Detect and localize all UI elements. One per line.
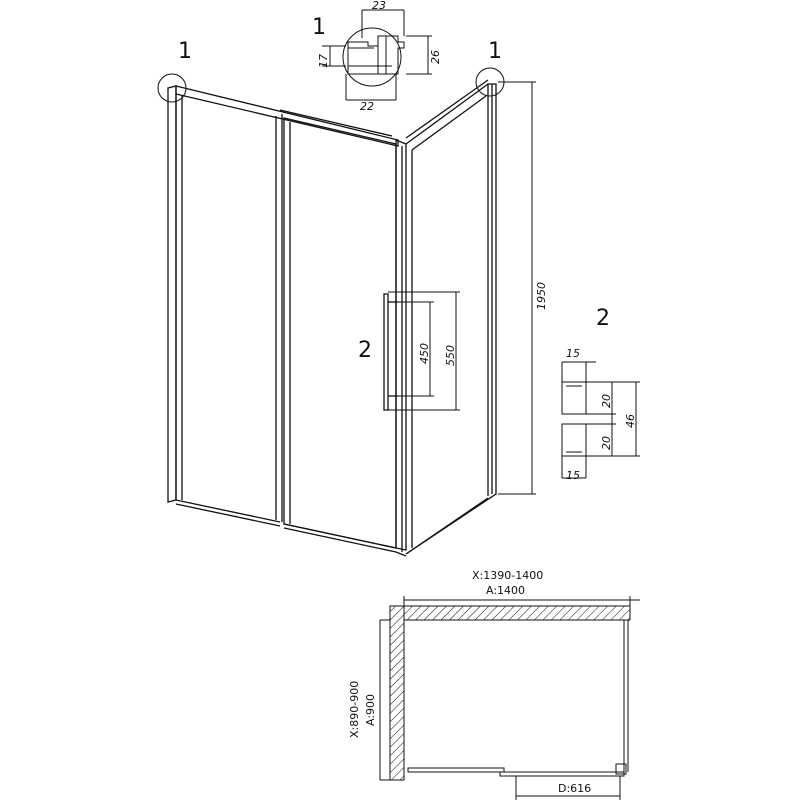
callout-handle-detail: 2: [596, 306, 610, 331]
plan-sliding-door: [499, 771, 625, 777]
plan-depth-a: A:900: [364, 694, 377, 726]
handle-dimensions: [388, 291, 460, 411]
profile-height-right: 26: [429, 50, 442, 64]
profile-detail-circle: [342, 27, 402, 87]
enclosure-3d-view: [167, 79, 497, 557]
handle-detail: [561, 361, 640, 479]
handle-detail-bottom-width: 15: [566, 469, 580, 482]
callout-handle-door: 2: [358, 338, 372, 363]
profile-width-bottom: 22: [360, 100, 374, 113]
side-panel: [405, 83, 497, 555]
height-dimension: [498, 81, 536, 495]
handle-outer-dimension: 550: [444, 345, 457, 366]
corner-detail-circle-left: [157, 73, 187, 103]
handle-detail-total: 46: [624, 414, 637, 428]
profile-cross-section: [347, 35, 405, 75]
handle-inner-dimension: 450: [418, 343, 431, 364]
plan-back-wall: [403, 605, 631, 621]
profile-width-top: 23: [372, 0, 386, 12]
handle-detail-top-block: [561, 381, 587, 415]
plan-door-width: D:616: [558, 782, 591, 795]
plan-fixed-glass: [407, 767, 505, 773]
callout-corner-left: 1: [178, 39, 192, 64]
handle-detail-part-b: 20: [600, 436, 613, 450]
callout-corner-right: 1: [488, 39, 502, 64]
floor-plan: [379, 596, 640, 800]
plan-width-a: A:1400: [486, 584, 525, 597]
plan-depth-range: X:890-900: [348, 681, 361, 738]
sliding-door-panel: [283, 117, 397, 549]
handle-detail-part-a: 20: [600, 394, 613, 408]
front-top-rail: [175, 85, 399, 147]
handle-detail-bottom-block: [561, 423, 587, 457]
door-handle: [383, 293, 389, 411]
corner-post: [395, 139, 407, 551]
profile-height-left: 17: [317, 54, 330, 68]
plan-side-wall: [389, 605, 405, 781]
handle-detail-top-width: 15: [566, 347, 580, 360]
profile-detail: [322, 9, 432, 101]
plan-width-range: X:1390-1400: [472, 569, 543, 582]
height-dimension-label: 1950: [535, 282, 548, 310]
callout-profile: 1: [312, 15, 326, 40]
front-fixed-panel: [167, 85, 177, 503]
